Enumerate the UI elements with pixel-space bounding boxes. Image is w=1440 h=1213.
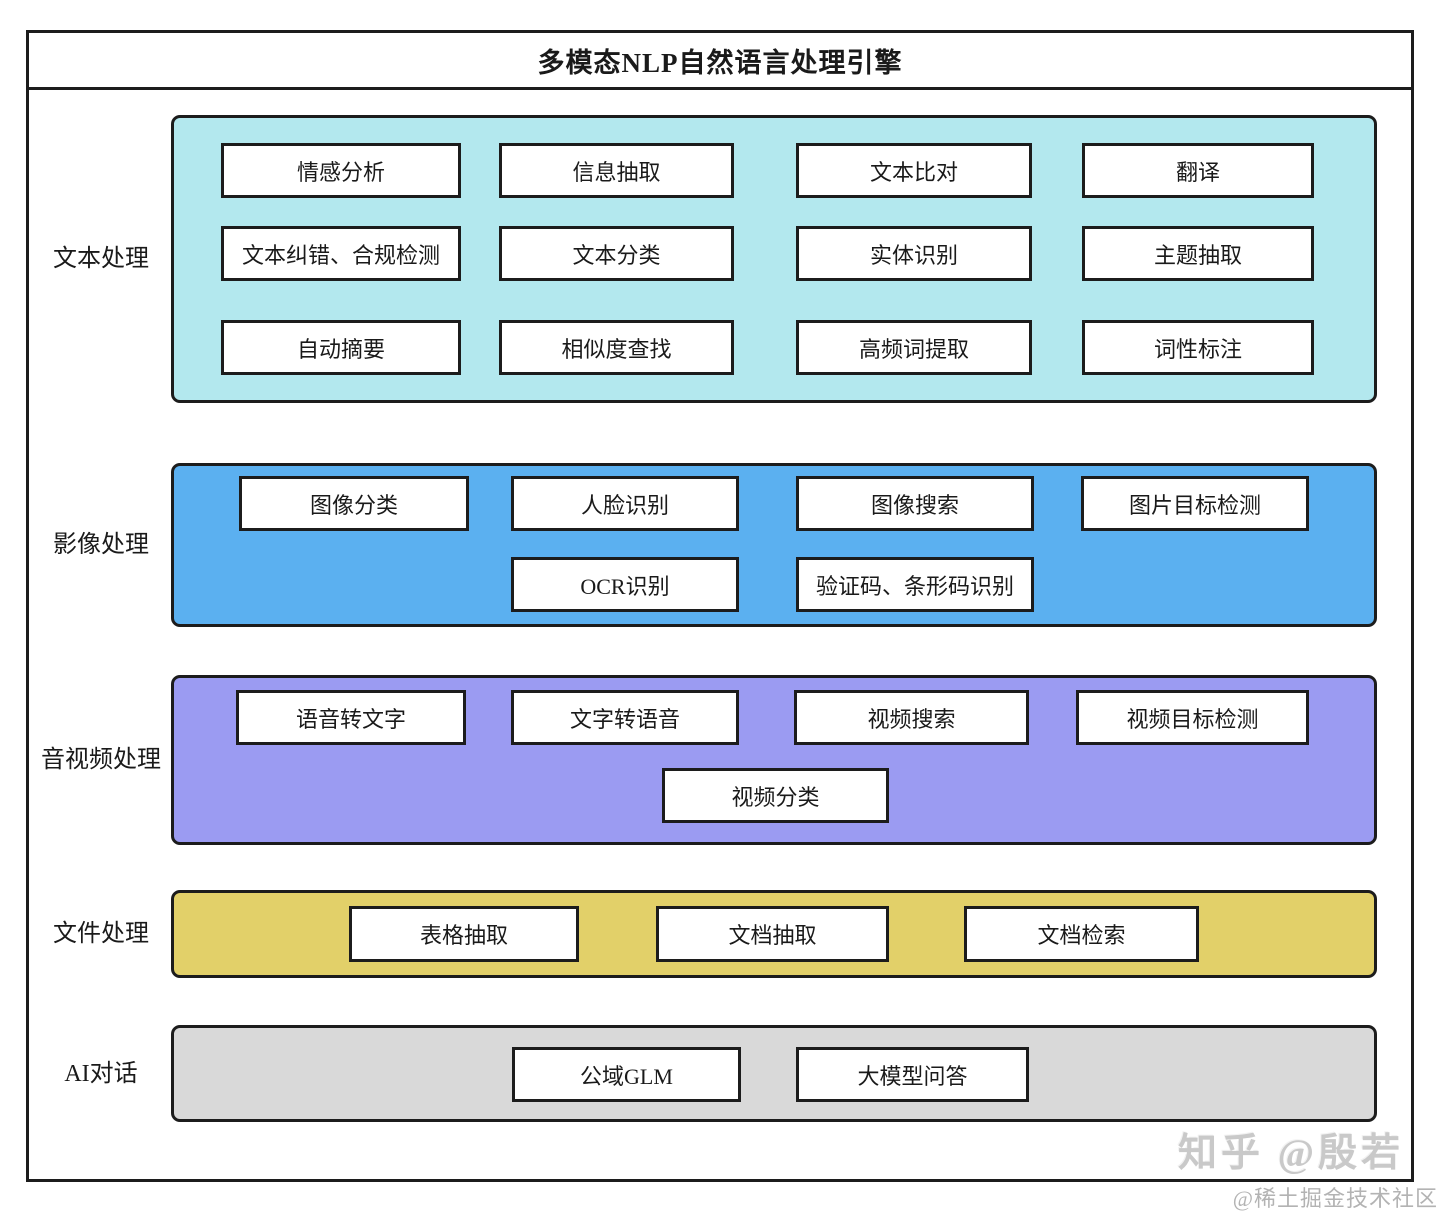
node-info-extraction: 信息抽取 bbox=[499, 143, 734, 198]
panel-text-processing: 情感分析 信息抽取 文本比对 翻译 文本纠错、合规检测 文本分类 实体识别 主题… bbox=[171, 115, 1377, 403]
node-auto-summary: 自动摘要 bbox=[221, 320, 461, 375]
node-topic-extraction: 主题抽取 bbox=[1082, 226, 1314, 281]
panel-ai-dialogue: 公域GLM 大模型问答 bbox=[171, 1025, 1377, 1122]
node-entity-recognition: 实体识别 bbox=[796, 226, 1032, 281]
node-face-recognition: 人脸识别 bbox=[511, 476, 739, 531]
zhihu-watermark: 知乎 @殷若 bbox=[1177, 1132, 1404, 1175]
panel-file-processing: 表格抽取 文档抽取 文档检索 bbox=[171, 890, 1377, 978]
node-ocr: OCR识别 bbox=[511, 557, 739, 612]
node-public-glm: 公域GLM bbox=[512, 1047, 741, 1102]
section-label-file-processing: 文件处理 bbox=[53, 921, 149, 947]
section-label-text-processing: 文本处理 bbox=[53, 246, 149, 272]
diagram-outer-frame: 多模态NLP自然语言处理引擎 文本处理 情感分析 信息抽取 文本比对 翻译 文本… bbox=[26, 30, 1414, 1182]
node-translation: 翻译 bbox=[1082, 143, 1314, 198]
node-captcha-barcode: 验证码、条形码识别 bbox=[796, 557, 1034, 612]
node-text-compare: 文本比对 bbox=[796, 143, 1032, 198]
node-image-search: 图像搜索 bbox=[796, 476, 1034, 531]
node-video-classification: 视频分类 bbox=[662, 768, 889, 823]
node-text-to-speech: 文字转语音 bbox=[511, 690, 739, 745]
juejin-watermark: @稀土掘金技术社区 bbox=[1232, 1186, 1438, 1211]
node-speech-to-text: 语音转文字 bbox=[236, 690, 466, 745]
node-sentiment-analysis: 情感分析 bbox=[221, 143, 461, 198]
node-llm-qa: 大模型问答 bbox=[796, 1047, 1029, 1102]
node-table-extraction: 表格抽取 bbox=[349, 906, 579, 962]
panel-image-processing: 图像分类 人脸识别 图像搜索 图片目标检测 OCR识别 验证码、条形码识别 bbox=[171, 463, 1377, 627]
panel-av-processing: 语音转文字 文字转语音 视频搜索 视频目标检测 视频分类 bbox=[171, 675, 1377, 845]
node-keyword-extraction: 高频词提取 bbox=[796, 320, 1032, 375]
node-video-object-detect: 视频目标检测 bbox=[1076, 690, 1309, 745]
node-similarity-search: 相似度查找 bbox=[499, 320, 734, 375]
node-text-correction: 文本纠错、合规检测 bbox=[221, 226, 461, 281]
node-video-search: 视频搜索 bbox=[794, 690, 1029, 745]
node-text-classification: 文本分类 bbox=[499, 226, 734, 281]
node-pos-tagging: 词性标注 bbox=[1082, 320, 1314, 375]
section-label-image-processing: 影像处理 bbox=[53, 532, 149, 558]
node-document-extraction: 文档抽取 bbox=[656, 906, 889, 962]
node-document-retrieval: 文档检索 bbox=[964, 906, 1199, 962]
section-label-ai-dialogue: AI对话 bbox=[64, 1061, 138, 1087]
section-label-av-processing: 音视频处理 bbox=[41, 747, 161, 773]
diagram-title: 多模态NLP自然语言处理引擎 bbox=[29, 33, 1411, 90]
node-image-classification: 图像分类 bbox=[239, 476, 469, 531]
node-image-object-detect: 图片目标检测 bbox=[1081, 476, 1309, 531]
